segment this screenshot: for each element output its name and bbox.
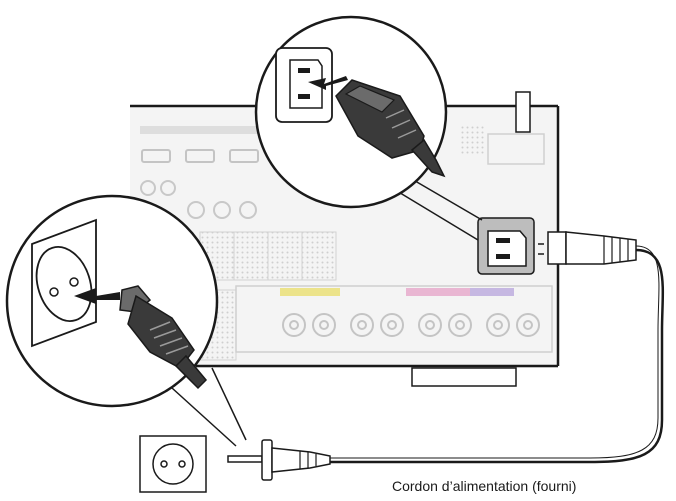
callout-line [171, 387, 237, 447]
iec-connector-icon [275, 47, 333, 123]
power-cord-caption: Cordon d’alimentation (fourni) [392, 478, 577, 494]
rca-jacks [140, 180, 257, 219]
hdmi-port [141, 149, 171, 163]
power-cord [330, 248, 665, 464]
power-plug-icon [119, 285, 208, 390]
rca-jack [213, 201, 231, 219]
rca-jack [140, 180, 156, 196]
panel-decal [487, 133, 545, 165]
zoom-circle-wall-socket [5, 194, 219, 408]
panel-handle [515, 91, 531, 133]
panel-label-strip [140, 126, 260, 134]
wall-plug-bottom [227, 439, 331, 481]
hdmi-ports [141, 149, 259, 163]
panel-foot [411, 367, 517, 387]
iec-plug-strain-relief [410, 138, 446, 178]
hdmi-port [185, 149, 215, 163]
panel-decal [460, 126, 484, 156]
speaker-output-area [235, 285, 553, 353]
ac-inlet [477, 217, 535, 275]
hdmi-port [229, 149, 259, 163]
wall-outlet-icon [139, 435, 207, 493]
iec-plug-at-panel [538, 231, 637, 265]
color-band-pink [406, 288, 470, 296]
power-cord-edge [330, 245, 660, 459]
insert-arrow-icon [74, 288, 120, 304]
callout-line [211, 367, 247, 441]
insert-arrow-icon [308, 76, 348, 90]
callout-line [409, 177, 483, 221]
rca-jack [160, 180, 176, 196]
binding-posts [282, 313, 540, 337]
rca-jack [187, 201, 205, 219]
rca-jack [239, 201, 257, 219]
wall-socket-recess [35, 246, 93, 322]
zoom-circle-iec-connector [254, 15, 483, 241]
color-band-yellow [280, 288, 340, 296]
terminal-dividers [233, 232, 303, 280]
color-band-purple [470, 288, 514, 296]
